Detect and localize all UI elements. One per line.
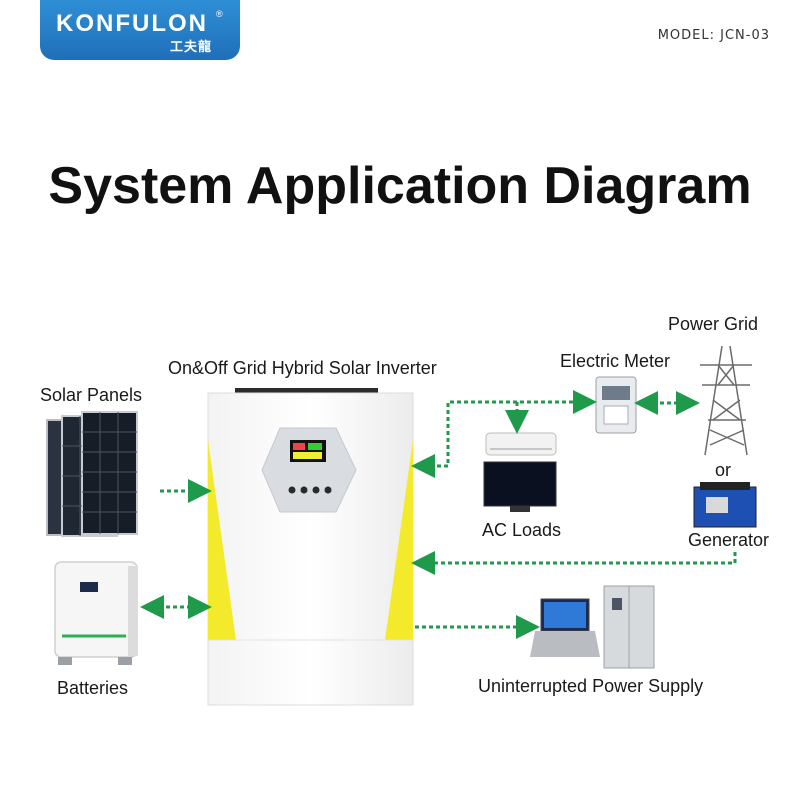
electric-meter-label: Electric Meter [560,351,671,371]
batteries-label: Batteries [57,678,129,698]
refrigerator-icon [603,585,655,669]
arrow-generator-to-inverter [411,551,737,575]
ac-loads-label: AC Loads [482,520,562,540]
model-number: MODEL: JCN-03 [657,28,770,43]
battery-icon [54,561,138,665]
or-label: or [715,460,732,480]
air-conditioner-icon [485,432,557,456]
ups-label: Uninterrupted Power Supply [478,676,704,696]
laptop-icon [530,598,600,657]
inverter-icon [207,388,414,706]
tv-icon [483,461,557,512]
brand-logo-subtext: 工夫龍 [170,39,213,54]
inverter-label: On&Off Grid Hybrid Solar Inverter [168,358,437,378]
solar-panels-label: Solar Panels [40,385,143,405]
generator-icon [693,482,757,528]
power-grid-label: Power Grid [668,314,759,334]
generator-label: Generator [688,530,770,550]
brand-logo-text: KONFULON [56,10,208,37]
solar-panels-icon [46,411,138,537]
electric-meter-icon [595,376,637,434]
page-title: System Application Diagram [48,157,752,215]
power-tower-icon [700,345,752,456]
registered-mark: ® [216,9,223,19]
brand-logo-badge [40,0,240,60]
